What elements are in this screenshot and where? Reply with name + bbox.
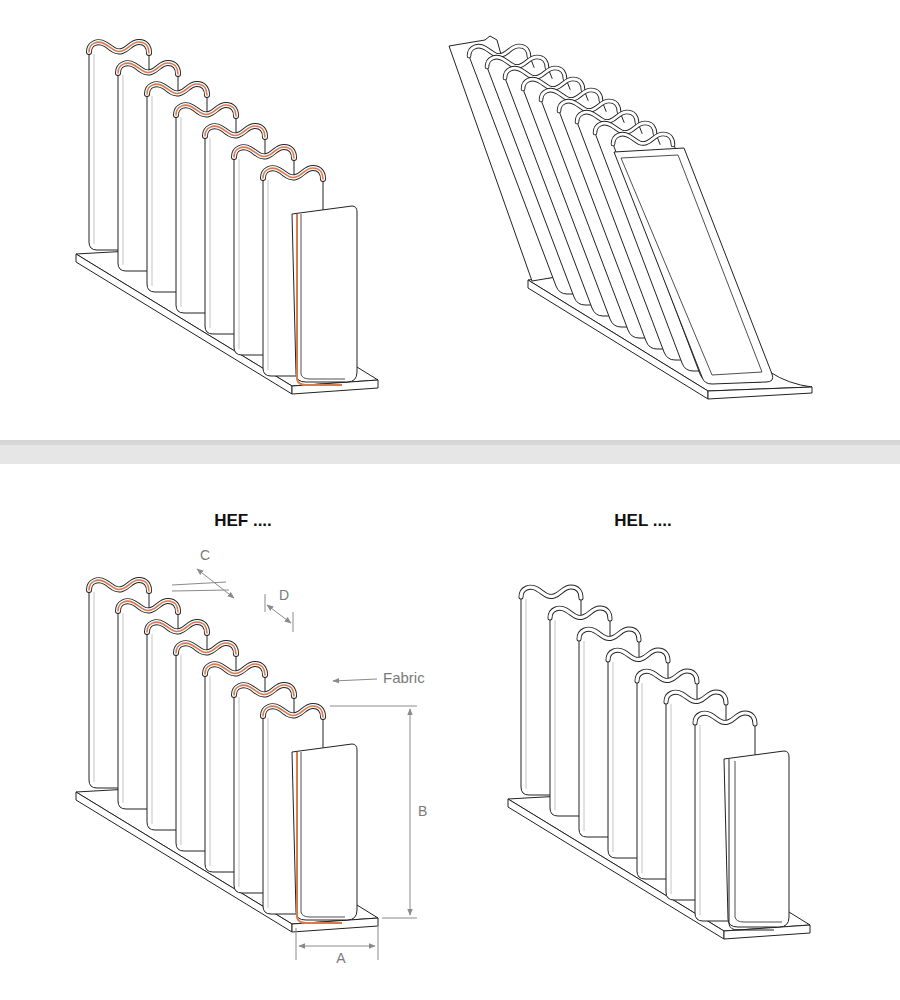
sidewall-with-fabric [76,42,378,394]
series-title: HEL .... [614,512,671,531]
callout-label: Fabric [383,670,425,687]
separator-band [0,440,900,464]
dimension-label: D [279,588,289,603]
sidewall-without-fabric [508,587,810,939]
dimension-label: C [200,548,210,563]
sidewall-with-fabric [76,580,378,932]
dimension-label: B [418,804,427,819]
series-title: HEF .... [214,512,272,531]
dimension-label: A [336,951,345,966]
inclined-sidewall [449,36,812,399]
separator-shade [0,440,900,445]
dimension-lines [172,569,417,960]
